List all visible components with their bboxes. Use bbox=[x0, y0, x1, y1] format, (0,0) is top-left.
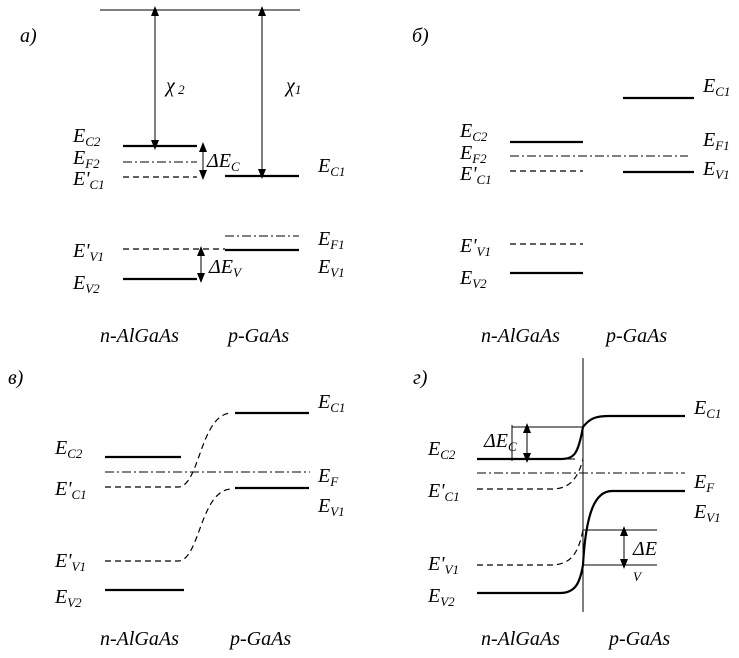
ef2-label: EF2 bbox=[72, 147, 100, 171]
ec1-prime-label: E'C1 bbox=[427, 480, 460, 504]
ec1-label: EC1 bbox=[702, 75, 730, 99]
material-right-label: p-GaAs bbox=[604, 325, 667, 347]
delta-ev-label: ΔEV bbox=[208, 256, 243, 280]
delta-e-label: ΔE bbox=[632, 538, 657, 560]
panel-v: в) EC2 E'C1 E'V1 EV2 EC1 EF EV1 n-AlGaAs… bbox=[8, 367, 345, 650]
ev1-prime-band bbox=[477, 529, 584, 566]
ef-label: EF bbox=[693, 471, 715, 495]
chi1-label: χ1 bbox=[284, 75, 301, 97]
ec2-label: EC2 bbox=[54, 437, 83, 461]
ef-label: EF bbox=[317, 465, 339, 489]
ev1-prime-label: E'V1 bbox=[54, 550, 86, 574]
delta-ec-label: ΔEC bbox=[483, 430, 517, 454]
ec1-label: EC1 bbox=[317, 391, 345, 415]
ev2-label: EV2 bbox=[459, 267, 487, 291]
panel-g-label: г) bbox=[413, 367, 428, 389]
ec1-label: EC1 bbox=[693, 397, 721, 421]
material-right-label: p-GaAs bbox=[228, 628, 291, 650]
panel-g: г) ΔEC ΔE V EC2 E'C1 E'V1 EV2 EC1 EF EV1… bbox=[413, 358, 721, 650]
ef1-label: EF1 bbox=[317, 228, 345, 252]
material-left-label: n-AlGaAs bbox=[481, 325, 560, 347]
material-left-label: n-AlGaAs bbox=[481, 628, 560, 650]
ec1-label: EC1 bbox=[317, 155, 345, 179]
panel-b-label: б) bbox=[412, 25, 429, 47]
panel-a-label: а) bbox=[20, 25, 37, 47]
delta-ec-label: ΔEC bbox=[206, 150, 240, 174]
ec2-label: EC2 bbox=[427, 438, 456, 462]
ev1-prime-label: E'V1 bbox=[72, 240, 104, 264]
panel-a: а) χ 2 χ1 EC2 EF2 E'C1 E'V1 EV2 ΔEC ΔEV … bbox=[20, 5, 345, 347]
ev1-label: EV1 bbox=[702, 158, 730, 182]
ev2-label: EV2 bbox=[54, 586, 82, 610]
ef2-label: EF2 bbox=[459, 142, 487, 166]
ev1-prime-label: E'V1 bbox=[459, 235, 491, 259]
panel-b: б) EC2 EF2 E'C1 E'V1 EV2 EC1 EF1 EV1 n-A… bbox=[412, 25, 730, 347]
ev2-label: EV2 bbox=[72, 272, 100, 296]
ec2-label: EC2 bbox=[459, 120, 488, 144]
ev1-label: EV1 bbox=[317, 256, 345, 280]
ec1-prime-bent-band bbox=[105, 412, 233, 488]
panel-v-label: в) bbox=[8, 367, 24, 389]
ec1-prime-band bbox=[477, 458, 584, 490]
ev2-label: EV2 bbox=[427, 585, 455, 609]
delta-e-sub-label: V bbox=[633, 569, 643, 584]
ef1-label: EF1 bbox=[702, 129, 730, 153]
material-right-label: p-GaAs bbox=[607, 628, 670, 650]
ev1-prime-label: E'V1 bbox=[427, 553, 459, 577]
ec1-prime-label: E'C1 bbox=[72, 168, 105, 192]
ev1-prime-bent-band bbox=[105, 488, 233, 562]
chi2-label: χ 2 bbox=[164, 75, 185, 97]
ec1-prime-label: E'C1 bbox=[459, 163, 492, 187]
ev1-label: EV1 bbox=[317, 495, 345, 519]
ec1-prime-label: E'C1 bbox=[54, 478, 87, 502]
material-left-label: n-AlGaAs bbox=[100, 325, 179, 347]
ec2-label: EC2 bbox=[72, 125, 101, 149]
material-left-label: n-AlGaAs bbox=[100, 628, 179, 650]
ev1-label: EV1 bbox=[693, 501, 721, 525]
material-right-label: p-GaAs bbox=[226, 325, 289, 347]
